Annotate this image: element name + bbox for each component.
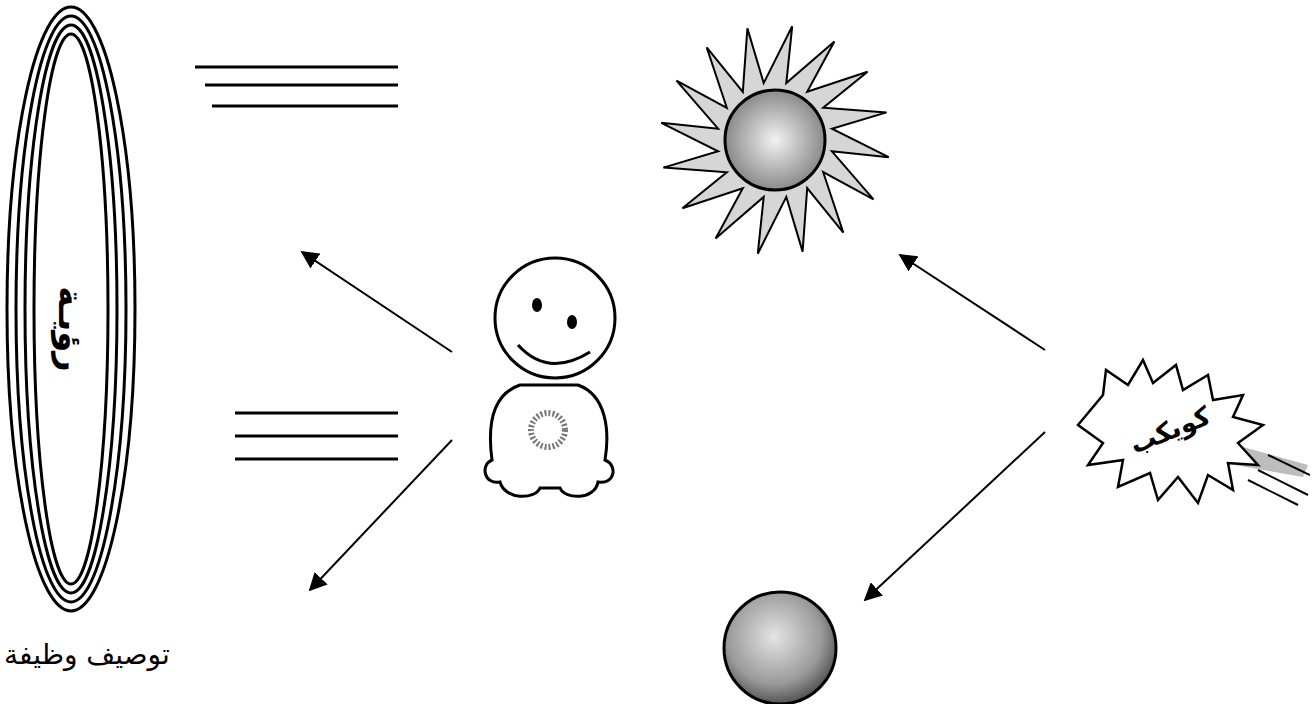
arrows	[302, 252, 1045, 600]
comet-shape: كويكب	[1058, 355, 1310, 510]
caption-label: توصيف وظيفة	[4, 638, 170, 671]
sun-figure	[661, 26, 888, 253]
smiley-figure	[485, 258, 615, 496]
node-text: رؤيـة	[51, 286, 91, 372]
side-lines	[195, 67, 398, 459]
ball-figure	[724, 592, 836, 704]
vision-ellipse: رؤيـة	[5, 5, 137, 613]
